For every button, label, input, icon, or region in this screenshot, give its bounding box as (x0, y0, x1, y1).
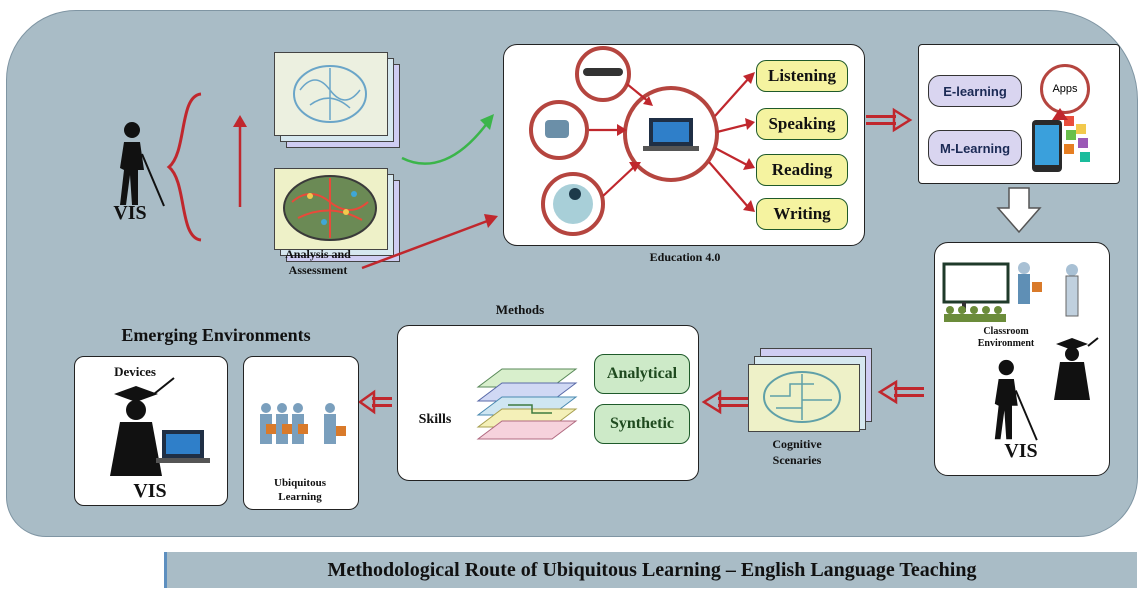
emerging-title: Emerging Environments (121, 325, 311, 345)
smartphone-apps-icon (1032, 116, 1090, 172)
skill-speaking: Speaking (756, 108, 848, 140)
brain-outline-icon (293, 65, 367, 123)
red-diagonal-arrow (361, 214, 498, 270)
education-title: Education 4.0 (649, 250, 721, 264)
curly-brace (166, 92, 202, 242)
ubiquitous-people-icon (260, 403, 346, 444)
analysis-label: Analysis and Assessment (285, 247, 351, 277)
circuit-brain-icon (763, 371, 841, 423)
methods-title: Methods (495, 302, 545, 317)
down-block-arrow (996, 187, 1042, 234)
double-arrow-left-3 (357, 389, 392, 415)
e-learning-pill: E-learning (928, 75, 1022, 107)
footer-title: Methodological Route of Ubiquitous Learn… (164, 552, 1137, 588)
vis-label-devices: VIS (133, 480, 167, 502)
blind-person-icon-classroom (994, 359, 1038, 441)
layered-skills-icon (476, 368, 578, 440)
green-curve-arrow (401, 114, 494, 165)
classroom-icon (942, 262, 1079, 322)
cognitive-label: Cognitive Scenaries (772, 437, 822, 467)
skill-reading: Reading (756, 154, 848, 186)
vis-label-left: VIS (113, 202, 147, 224)
ubiquitous-label: Ubiquitous Learning (274, 477, 326, 503)
synthetic-pill: Synthetic (594, 404, 690, 444)
double-arrow-left-1 (877, 379, 924, 405)
graduate-with-laptop-icon (110, 377, 210, 476)
vis-label-classroom: VIS (1004, 440, 1038, 462)
skill-writing: Writing (756, 198, 848, 230)
apps-circle: Apps (1040, 64, 1090, 114)
devices-label: Devices (114, 364, 156, 379)
skill-listening: Listening (756, 60, 848, 92)
skills-label: Skills (418, 412, 452, 427)
m-learning-pill: M-Learning (928, 130, 1022, 166)
brain-network-icon (283, 175, 377, 241)
blind-person-icon (120, 122, 165, 207)
apps-label: Apps (1052, 83, 1078, 95)
education-hub (529, 46, 755, 236)
apps-arrow (1052, 108, 1068, 120)
double-arrow-left-2 (701, 389, 748, 415)
analytical-pill: Analytical (594, 354, 690, 394)
double-arrow-right (866, 107, 913, 133)
graduate-icon (1054, 337, 1099, 400)
classroom-label: Classroom Environment (977, 326, 1035, 349)
up-arrow-red (233, 115, 247, 207)
